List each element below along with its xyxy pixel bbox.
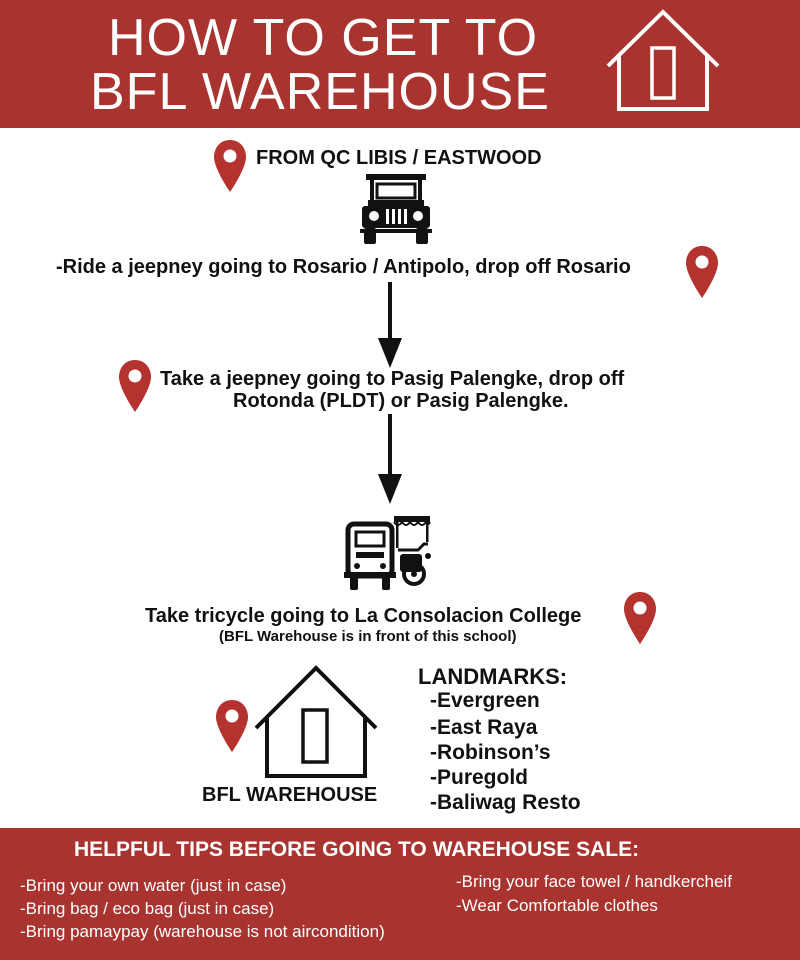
step3-note: (BFL Warehouse is in front of this schoo… [219, 628, 517, 645]
page-title-line1: HOW TO GET TO [108, 9, 539, 67]
landmarks-title: LANDMARKS: [418, 664, 568, 689]
location-pin-icon [686, 246, 718, 298]
tips-panel: HELPFUL TIPS BEFORE GOING TO WAREHOUSE S… [0, 828, 800, 960]
tip-item: -Bring bag / eco bag (just in case) [20, 899, 275, 918]
destination-label: BFL WAREHOUSE [202, 784, 378, 806]
step2-line1: Take a jeepney going to Pasig Palengke, … [160, 368, 625, 390]
location-pin-icon [624, 592, 656, 644]
jeepney-icon [360, 174, 432, 244]
landmark-item: -East Raya [430, 716, 538, 739]
tip-item: -Bring your face towel / handkercheif [456, 872, 732, 891]
page-title-line2: BFL WAREHOUSE [90, 63, 550, 121]
step3-instruction: Take tricycle going to La Consolacion Co… [145, 605, 582, 627]
arrow-down-icon [378, 414, 402, 504]
header-banner: HOW TO GET TO BFL WAREHOUSE [0, 0, 800, 128]
tip-item: -Wear Comfortable clothes [456, 896, 658, 915]
landmark-item: -Evergreen [430, 689, 540, 712]
tips-title: HELPFUL TIPS BEFORE GOING TO WAREHOUSE S… [74, 838, 640, 861]
landmark-item: -Robinson’s [430, 741, 551, 764]
house-icon [606, 9, 720, 111]
location-pin-icon [216, 700, 248, 752]
tip-item: -Bring pamaypay (warehouse is not aircon… [20, 922, 385, 941]
tricycle-icon [344, 516, 431, 590]
step1-title: FROM QC LIBIS / EASTWOOD [256, 147, 542, 169]
arrow-down-icon [378, 282, 402, 368]
landmark-item: -Puregold [430, 766, 528, 789]
step2-line2: Rotonda (PLDT) or Pasig Palengke. [233, 390, 569, 412]
step1-instruction: -Ride a jeepney going to Rosario / Antip… [56, 256, 631, 278]
location-pin-icon [214, 140, 246, 192]
house-icon [254, 665, 378, 778]
tip-item: -Bring your own water (just in case) [20, 876, 287, 895]
location-pin-icon [119, 360, 151, 412]
landmark-item: -Baliwag Resto [430, 791, 581, 814]
